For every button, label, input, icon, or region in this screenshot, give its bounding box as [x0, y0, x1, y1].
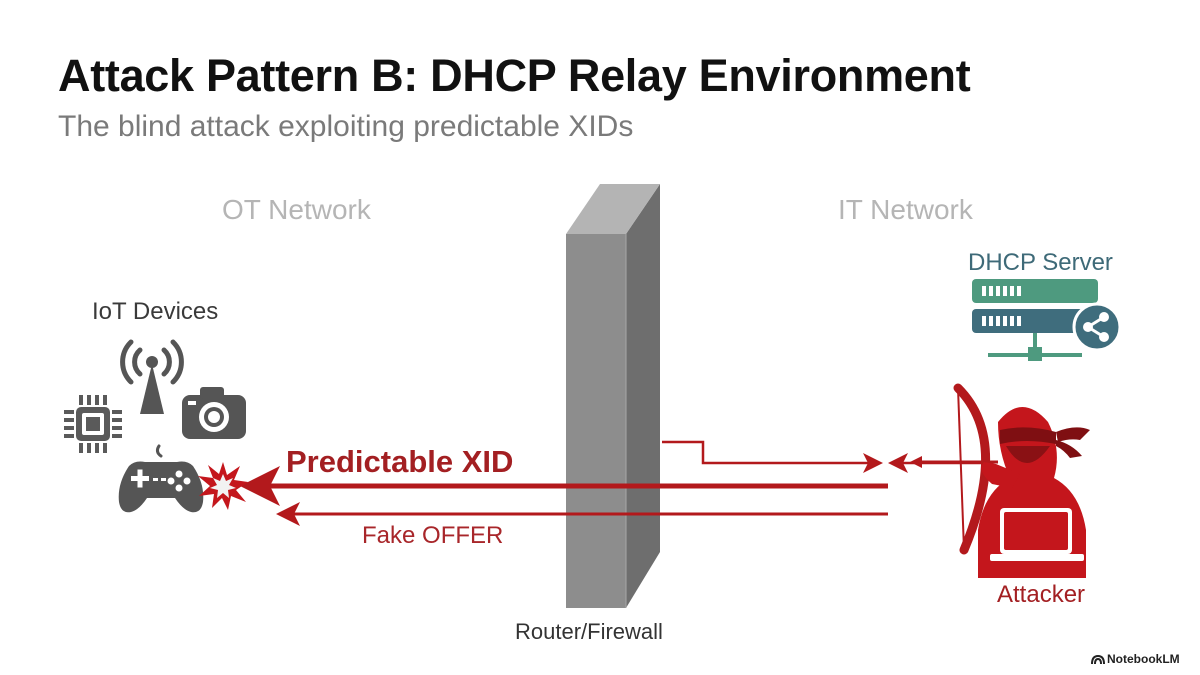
- brand-watermark: NotebookLM: [1107, 652, 1180, 666]
- dhcp-server-label: DHCP Server: [968, 249, 1113, 276]
- it-network-label: IT Network: [838, 194, 973, 225]
- router-firewall-label: Router/Firewall: [515, 619, 663, 644]
- antenna-icon: [120, 339, 184, 414]
- impact-burst-icon: [198, 462, 248, 510]
- camera-icon: [182, 387, 246, 439]
- notebooklm-logo-icon: [1091, 654, 1105, 665]
- bow-arrow-icon: [953, 383, 990, 555]
- gamepad-icon: [118, 444, 204, 513]
- share-icon: [1072, 302, 1122, 352]
- slide-title: Attack Pattern B: DHCP Relay Environment: [58, 50, 971, 101]
- fake-offer-label: Fake OFFER: [362, 522, 504, 549]
- ot-network-label: OT Network: [222, 194, 371, 225]
- slide-subtitle: The blind attack exploiting predictable …: [58, 110, 634, 143]
- relay-request-arrow: [662, 440, 883, 473]
- iot-devices-label: IoT Devices: [92, 298, 219, 325]
- hooded-attacker-icon: [910, 383, 1090, 578]
- server-icon: [972, 279, 1098, 361]
- predictable-xid-label: Predictable XID: [286, 444, 514, 479]
- wall-side-face: [626, 184, 660, 608]
- chip-icon: [64, 395, 122, 453]
- attacker-label: Attacker: [997, 581, 1086, 608]
- wall-top-face: [566, 184, 660, 234]
